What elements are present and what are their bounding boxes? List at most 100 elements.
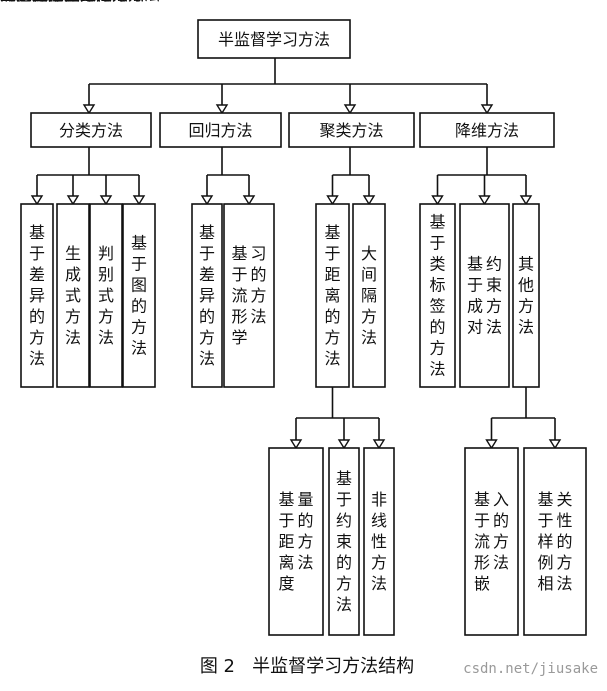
leaf-label-10-char: 于 [467,276,483,295]
leaf-label-3-char: 方 [98,307,114,326]
subleaf-label-3-char: 非 [371,490,387,509]
leaf-label-5-char: 异 [199,286,215,305]
leaf-label-4-char: 于 [131,255,147,274]
leaf-node-2-frame [56,203,90,388]
leaf-label-7-char: 的 [324,307,340,326]
leaf-label-8-char: 隔 [361,286,377,305]
category-node-3: 聚类方法 [288,112,415,148]
subleaf-label-5-char: 方 [556,553,572,572]
subleaf-label-1-char: 离 [278,553,294,572]
leaf-label-8-char: 大 [361,244,377,263]
leaf-node-1-frame [20,203,54,388]
leaf-label-4-char: 法 [131,339,147,358]
leaf-label-1-char: 的 [29,307,45,326]
subleaf-label-4-char: 嵌 [474,574,490,593]
subleaf-label-2-char: 束 [336,532,352,551]
subleaf-node-4: 基于流形嵌入的方法基于流形嵌入的方法 [0,0,519,636]
leaf-label-1-char: 于 [29,244,45,263]
leaf-label-5-char: 的 [199,307,215,326]
arrowhead-icon [485,439,498,450]
leaf-label-6-char: 习 [250,244,266,263]
arrowhead-icon [480,104,494,115]
leaf-label-7-char: 方 [324,328,340,347]
arrowhead-icon [372,439,386,450]
leaf-node-8: 大间隔方法大间隔方法 [0,0,386,388]
subleaf-label-1-char: 量 [297,490,313,509]
leaf-label-6-char: 法 [250,307,266,326]
leaf-label-2-char: 式 [65,286,81,305]
arrowhead-icon [519,195,533,206]
subleaf-label-4-char: 形 [474,553,490,572]
arrowhead-icon [82,104,96,115]
leaf-label-4-char: 的 [131,297,147,316]
leaf-label-11-char: 他 [518,276,534,295]
subleaf-node-3-frame [363,447,395,636]
leaf-label-6-char: 形 [231,307,247,326]
arrowhead-icon [242,195,256,206]
leaf-label-9-char: 方 [429,339,445,358]
subleaf-label-1-char: 距 [278,532,294,551]
leaf-label-3-char: 法 [98,328,114,347]
category-label-1: 分类方法 [59,121,123,140]
subleaf-label-5-char: 样 [537,532,553,551]
leaf-label-2-char: 生 [65,244,81,263]
leaf-label-10-char: 约 [486,255,502,274]
subleaf-label-5-char: 的 [556,532,572,551]
leaf-label-1-char: 法 [29,349,45,368]
watermark: csdn.net/jiusake [463,661,598,677]
leaf-label-4-char: 方 [131,318,147,337]
arrowhead-icon [215,104,229,115]
subleaf-label-5-char: 性 [556,511,572,530]
leaf-label-10-char: 束 [486,276,502,295]
leaf-label-10-char: 对 [467,318,483,337]
leaf-label-10-char: 基 [467,255,483,274]
subleaf-label-3-char: 方 [371,553,387,572]
subleaf-label-2-char: 的 [336,553,352,572]
leaf-label-9-char: 标 [429,276,445,295]
subleaf-label-1-char: 的 [297,511,313,530]
leaf-label-1-char: 基 [29,223,45,242]
subleaf-node-2: 基于约束的方法基于约束的方法 [0,0,360,636]
category-label-2: 回归方法 [188,121,252,140]
leaf-label-7-char: 于 [324,244,340,263]
root-node-frame [197,19,351,59]
subleaf-label-4-char: 的 [493,511,509,530]
subleaf-label-4-char: 法 [493,553,509,572]
subleaf-node-2-frame [328,447,360,636]
category-node-1-frame [30,112,152,148]
subleaf-node-5: 基于样例相关性的方法基于样例相关性的方法 [0,0,587,636]
arrowhead-icon [337,439,351,450]
leaf-label-9-char: 基 [429,213,445,232]
arrowhead-icon [362,195,376,206]
arrowhead-icon [478,195,491,206]
subleaf-node-1-frame [268,447,324,636]
leaf-label-11-char: 方 [518,297,534,316]
leaf-node-4: 基于图的方法基于图的方法 [0,0,156,388]
subleaf-label-2-char: 方 [336,574,352,593]
leaf-label-5-char: 差 [199,265,215,284]
leaf-label-8-char: 法 [361,328,377,347]
category-node-1: 分类方法 [30,112,152,148]
arrowhead-icon [30,195,44,206]
leaf-node-10: 基于成对约束方法基于成对约束方法 [0,0,510,388]
category-label-3: 聚类方法 [319,121,383,140]
leaf-label-3-char: 别 [98,265,114,284]
subleaf-label-2-char: 基 [336,469,352,488]
subleaf-label-3-char: 线 [371,511,387,530]
subleaf-label-3-char: 法 [371,574,387,593]
root-node: 半监督学习方法 [197,19,351,59]
